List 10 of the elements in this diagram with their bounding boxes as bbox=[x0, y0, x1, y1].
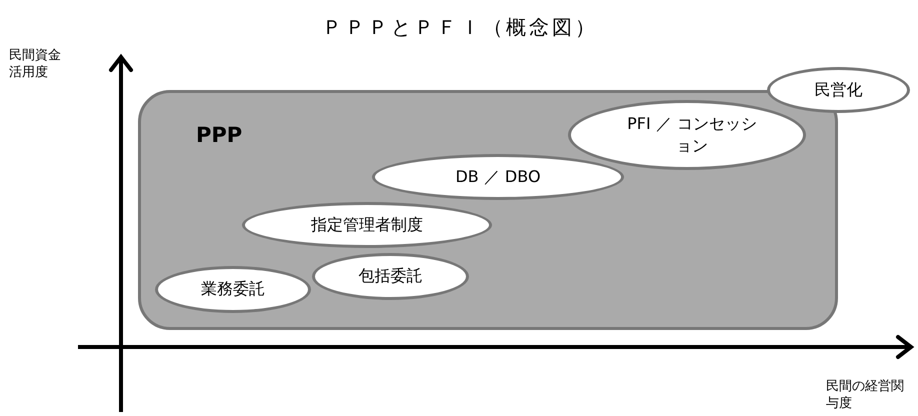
region-label: PPP bbox=[196, 123, 242, 147]
ellipse-node: 指定管理者制度 bbox=[242, 202, 492, 248]
ellipse-node: 民営化 bbox=[767, 67, 910, 113]
ellipse-node: 業務委託 bbox=[155, 266, 311, 313]
ellipse-node: 包括委託 bbox=[312, 253, 469, 300]
title: ＰＰＰとＰＦＩ（概念図） bbox=[321, 14, 599, 41]
ellipse-node: DB ／ DBO bbox=[372, 154, 624, 200]
ellipse-node: PFI ／ コンセッション bbox=[568, 100, 806, 170]
axis-label: 民間資金活用度 bbox=[9, 47, 62, 81]
axis-label: 民間の経営関与度 bbox=[826, 378, 905, 412]
